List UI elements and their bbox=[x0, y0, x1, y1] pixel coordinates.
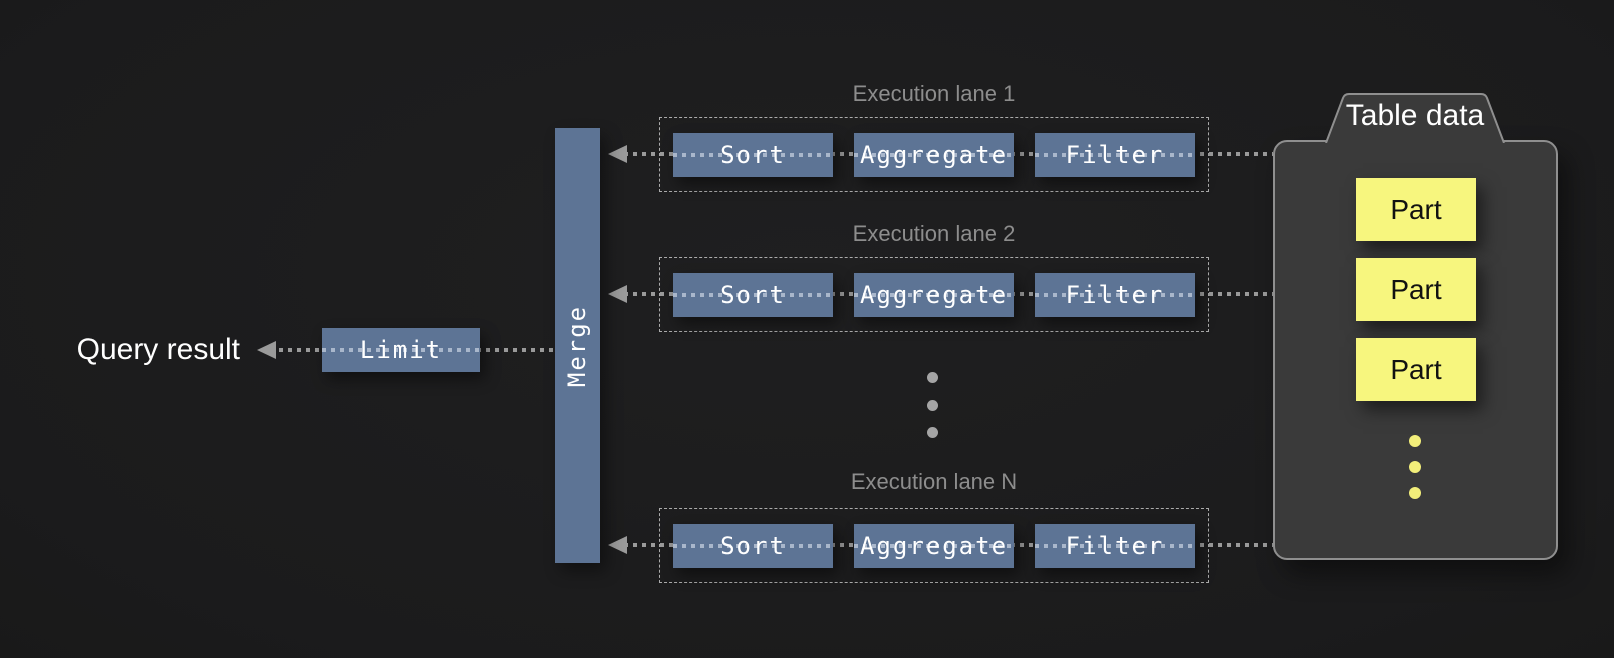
lanes-ellipsis-icon bbox=[927, 427, 938, 438]
limit-operator-box: Limit bbox=[322, 328, 480, 372]
arrow-left-icon bbox=[608, 285, 627, 303]
query-result-label: Query result bbox=[76, 333, 240, 366]
parts-ellipsis-icon bbox=[1409, 461, 1421, 473]
execution-lane-1: Sort Aggregate Filter bbox=[659, 117, 1209, 192]
sort-operator-label: Sort bbox=[720, 531, 786, 560]
filter-operator-box: Filter bbox=[1035, 523, 1195, 568]
part-box: Part bbox=[1356, 178, 1476, 241]
aggregate-operator-box: Aggregate bbox=[854, 523, 1014, 568]
merge-operator-label: Merge bbox=[563, 304, 592, 387]
table-data-tab bbox=[1325, 93, 1505, 143]
execution-lane-1-label: Execution lane 1 bbox=[852, 81, 1016, 106]
filter-operator-label: Filter bbox=[1065, 531, 1165, 560]
table-data-label: Table data bbox=[1345, 99, 1485, 132]
aggregate-operator-label: Aggregate bbox=[859, 140, 1009, 169]
execution-lane-2: Sort Aggregate Filter bbox=[659, 257, 1209, 332]
execution-lane-n: Sort Aggregate Filter bbox=[659, 508, 1209, 583]
limit-operator-label: Limit bbox=[359, 336, 443, 364]
sort-operator-label: Sort bbox=[720, 140, 786, 169]
part-label: Part bbox=[1390, 353, 1442, 385]
arrow-left-icon bbox=[608, 145, 627, 163]
filter-operator-box: Filter bbox=[1035, 272, 1195, 317]
filter-operator-label: Filter bbox=[1065, 280, 1165, 309]
sort-operator-box: Sort bbox=[673, 272, 833, 317]
execution-lane-n-label: Execution lane N bbox=[850, 469, 1018, 494]
sort-operator-box: Sort bbox=[673, 132, 833, 177]
filter-operator-label: Filter bbox=[1065, 140, 1165, 169]
lanes-ellipsis-icon bbox=[927, 372, 938, 383]
execution-lane-2-label: Execution lane 2 bbox=[852, 221, 1016, 246]
parts-ellipsis-icon bbox=[1409, 487, 1421, 499]
filter-operator-box: Filter bbox=[1035, 132, 1195, 177]
arrow-left-icon bbox=[257, 341, 276, 359]
part-box: Part bbox=[1356, 338, 1476, 401]
lanes-ellipsis-icon bbox=[927, 400, 938, 411]
parts-ellipsis-icon bbox=[1409, 435, 1421, 447]
merge-operator-bar: Merge bbox=[555, 128, 600, 563]
part-label: Part bbox=[1390, 193, 1442, 225]
aggregate-operator-box: Aggregate bbox=[854, 132, 1014, 177]
aggregate-operator-label: Aggregate bbox=[859, 280, 1009, 309]
sort-operator-box: Sort bbox=[673, 523, 833, 568]
sort-operator-label: Sort bbox=[720, 280, 786, 309]
part-label: Part bbox=[1390, 273, 1442, 305]
arrow-left-icon bbox=[608, 536, 627, 554]
aggregate-operator-label: Aggregate bbox=[859, 531, 1009, 560]
aggregate-operator-box: Aggregate bbox=[854, 272, 1014, 317]
part-box: Part bbox=[1356, 258, 1476, 321]
